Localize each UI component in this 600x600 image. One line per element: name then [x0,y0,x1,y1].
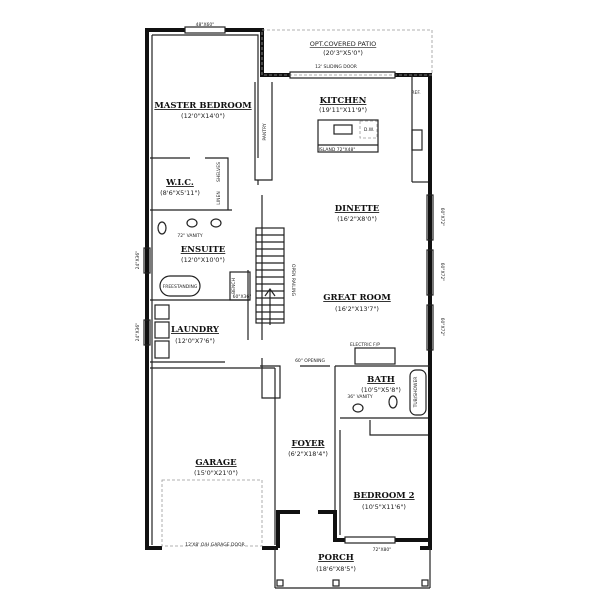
porch [274,548,431,589]
shower-label: 60"X36" [233,294,252,300]
open-railing-label: OPEN RAILING [290,264,296,296]
porch-column [276,579,284,587]
bath-name: BATH [367,375,395,385]
bath-sink [352,403,364,413]
right-window-label: 60"X72" [439,208,445,227]
kitchen-name: KITCHEN [320,96,367,106]
dinette-name: DINETTE [335,204,380,214]
bathtub [409,369,427,416]
ref-label: REF. [411,90,420,96]
vanity-sink [210,218,222,228]
master-name: MASTER BEDROOM [154,101,252,111]
garage-door-label: 12'X8' O/H GARAGE DOOR [185,542,244,548]
freestanding-label: FREESTANDING [163,284,198,290]
left-window-label: 24"X36" [135,323,141,342]
linen-label: LINEN [216,191,222,204]
washer [154,321,170,339]
opening-label: 60" OPENING [295,358,325,364]
bed2-window-label: 72"X80" [373,547,392,553]
vanity-sink [186,218,198,228]
porch-name: PORCH [318,553,354,563]
foyer-size: (6'2"X18'4") [288,450,328,458]
interior-walls [150,34,430,545]
laundry-name: LAUNDRY [171,325,220,335]
great-room-size: (16'2"X13'7") [335,305,379,313]
bath-toilet [388,395,398,409]
staircase [255,227,285,325]
garage-car-outline [161,479,263,547]
patio-outline [261,29,433,76]
left-window-label: 24"X36" [135,251,141,270]
right-window-label: 60"X72" [439,263,445,282]
ensuite-size: (12'0"X10'0") [181,256,225,264]
laundry-sink [154,304,170,320]
dinette-size: (16'2"X8'0") [337,215,377,223]
laundry-size: (12'0"X7'6") [175,337,215,345]
fireplace-label: ELECTRIC F/P [350,342,380,348]
tub-label: TUB/SHOWER [413,377,419,409]
dryer [154,340,170,359]
garage-name: GARAGE [195,458,237,468]
patio-name: OPT.COVERED PATIO [310,40,377,48]
ensuite-name: ENSUITE [181,245,226,255]
vanity72-label: 72" VANITY [177,233,203,239]
kitchen-size: (19'11"X11'9") [319,106,367,114]
fireplace [354,347,396,365]
kitchen-island [317,119,379,153]
kitchen-sink [333,124,353,135]
sliding-door-label: 12' SLIDING DOOR [315,64,357,70]
island-label: ISLAND 72"X48" [319,147,356,153]
wic-size: (8'6"X5'11") [160,189,200,197]
bath-size: (10'5"X5'8") [361,386,401,394]
vanity36-label: 36" VANITY [347,394,373,400]
toilet [157,221,167,235]
bench-label: BENCH [231,278,237,294]
range [411,129,423,151]
shower [229,271,251,301]
pantry-label: PANTRY [262,123,268,140]
bedroom2-size: (10'5"X11'6") [362,503,406,511]
master-size: (12'0"X14'0") [181,112,225,120]
dishwasher [359,120,378,139]
right-window-label: 60"X72" [439,318,445,337]
porch-size: (18'6"X8'5") [316,565,356,573]
garage-size: (15'0"X21'0") [194,469,238,477]
bedroom2-name: BEDROOM 2 [353,491,414,501]
porch-column [421,579,429,587]
windows [143,26,434,544]
great-room-name: GREAT ROOM [323,293,391,303]
wic-name: W.I.C. [165,178,194,188]
fixtures [154,119,427,416]
porch-column [332,579,340,587]
master-window-label: 48"X60" [196,22,215,28]
dw-label: D.W. [364,127,374,133]
patio-size: (20'3"X5'0") [323,49,363,57]
shelves-label: SHELVES [216,162,222,182]
freestanding-tub [159,275,201,297]
foyer-name: FOYER [291,439,325,449]
